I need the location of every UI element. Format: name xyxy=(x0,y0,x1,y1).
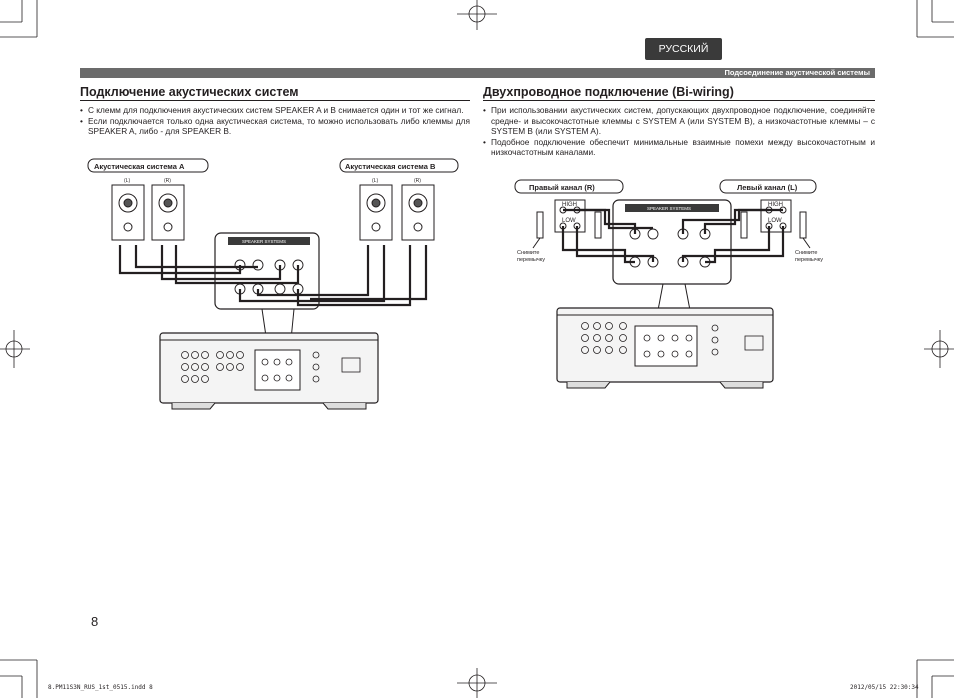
list-item: •С клемм для подключения акустических си… xyxy=(80,105,464,115)
right-channel-label: Правый канал (R) xyxy=(529,183,595,192)
svg-text:LOW: LOW xyxy=(562,218,576,224)
section-header-bar: Подсоединение акустической системы xyxy=(80,68,875,78)
svg-text:(R): (R) xyxy=(164,178,171,184)
speaker-connection-diagram: Акустическая система A Акустическая сист… xyxy=(87,158,459,410)
footer-file-info: 8.PM11S3N_RUS_1st_0515.indd 8 xyxy=(48,684,153,691)
svg-text:(L): (L) xyxy=(372,178,378,184)
left-channel-label: Левый канал (L) xyxy=(737,183,798,192)
left-bullets: •С клемм для подключения акустических си… xyxy=(80,105,470,137)
list-item: •При использовании акустических систем, … xyxy=(483,105,875,137)
svg-text:SPEAKER SYSTEMS: SPEAKER SYSTEMS xyxy=(242,239,286,244)
left-title-rule xyxy=(80,100,470,101)
right-bullets: •При использовании акустических систем, … xyxy=(483,105,875,158)
right-section-title: Двухпроводное подключение (Bi-wiring) xyxy=(483,85,734,99)
svg-text:LOW: LOW xyxy=(768,218,782,224)
list-item: •Подобное подключение обеспечит минималь… xyxy=(483,136,875,158)
svg-text:HIGH: HIGH xyxy=(768,202,783,208)
right-title-rule xyxy=(483,100,875,101)
svg-text:перемычку: перемычку xyxy=(795,257,823,263)
svg-text:(R): (R) xyxy=(414,178,421,184)
remove-jumper-note-right: Снимите xyxy=(517,250,539,256)
left-section-title: Подключение акустических систем xyxy=(80,85,299,99)
section-header-text: Подсоединение акустической системы xyxy=(724,68,870,77)
svg-text:(L): (L) xyxy=(124,178,130,184)
speaker-a-right-icon xyxy=(151,184,185,241)
speaker-b-left-icon xyxy=(359,184,393,241)
svg-text:HIGH: HIGH xyxy=(562,202,577,208)
svg-text:перемычку: перемычку xyxy=(517,257,545,263)
biwiring-diagram: Правый канал (R) Левый канал (L) HIGH LO… xyxy=(514,179,823,389)
speaker-system-a-label: Акустическая система A xyxy=(94,162,185,171)
speaker-a-left-icon xyxy=(111,184,145,241)
svg-text:SPEAKER SYSTEMS: SPEAKER SYSTEMS xyxy=(647,206,691,211)
speaker-system-b-label: Акустическая система B xyxy=(345,162,436,171)
footer-date: 2012/05/15 22:30:34 xyxy=(850,684,919,691)
speaker-b-right-icon xyxy=(401,184,435,241)
list-item: •Если подключается только одна акустичес… xyxy=(80,115,470,137)
remove-jumper-note-left: Снимите xyxy=(795,250,817,256)
language-badge: РУССКИЙ xyxy=(645,38,722,60)
page-number: 8 xyxy=(91,614,99,629)
